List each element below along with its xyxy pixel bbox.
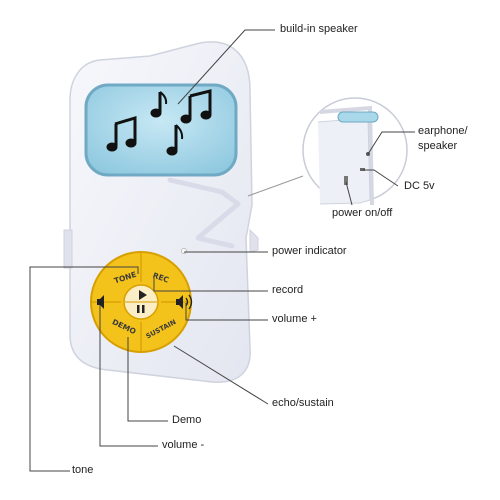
callout-lines — [29, 29, 415, 472]
label-tone: tone — [72, 464, 94, 476]
label-earphone-speaker: earphone/ speaker — [418, 125, 468, 152]
label-power-on-off: power on/off — [332, 207, 393, 219]
label-record: record — [272, 284, 304, 296]
label-volume-up: volume + — [272, 313, 317, 325]
pause-icon[interactable] — [137, 305, 145, 313]
label-build-in-speaker: build-in speaker — [280, 23, 358, 35]
power-switch[interactable] — [344, 176, 348, 185]
control-pad: TONE REC DEMO SUSTAIN — [90, 251, 193, 353]
label-echo-sustain: echo/sustain — [272, 397, 334, 409]
speaker-screen — [84, 83, 238, 177]
label-demo: Demo — [172, 414, 202, 426]
speaker-low-icon[interactable] — [97, 295, 104, 309]
music-notes-icon — [106, 89, 212, 156]
label-volume-down: volume - — [162, 439, 205, 451]
power-indicator-led — [181, 248, 187, 254]
label-dc-5v: DC 5v — [404, 180, 435, 192]
dc-port[interactable] — [360, 168, 365, 171]
play-icon[interactable] — [139, 290, 147, 300]
label-power-indicator: power indicator — [272, 245, 347, 257]
side-detail-zoom — [247, 97, 408, 206]
